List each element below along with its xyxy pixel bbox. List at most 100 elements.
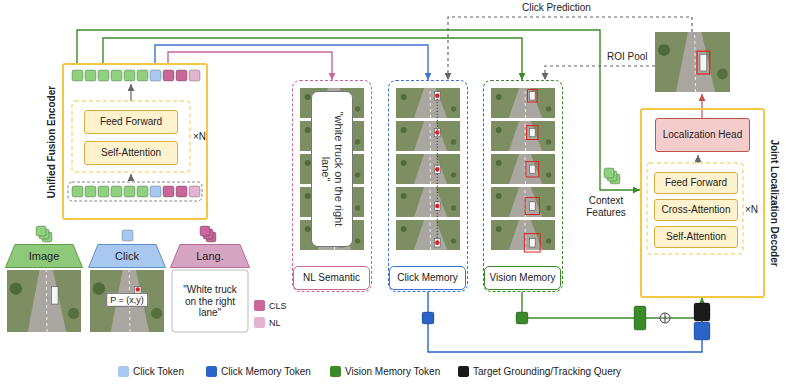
block-title: Unified Fusion Encoder [44,68,58,215]
input-title: Click [88,244,166,268]
tree [305,94,311,100]
token-stack [604,168,614,178]
panel-title: Vision Memory [484,266,561,290]
tree [151,308,162,319]
nl-semantic-panel: NL Semantic"white truck on the right lan… [292,80,372,292]
tree [496,94,502,100]
tree [496,193,502,199]
lane-mark [429,154,431,184]
encoder-box: Unified Fusion EncoderFeed ForwardSelf-A… [62,63,208,220]
truck [700,54,707,71]
tree [305,226,311,232]
block-label: Feed Forward [100,116,162,128]
block-label: Feed Forward [665,177,727,189]
photo-ground [396,88,460,118]
tree [451,205,456,210]
truck [529,202,535,210]
layer-box: Self-Attention [84,141,178,165]
tree [305,160,311,166]
click-input: ClickP = (x,y) [88,244,166,334]
prediction-arrow [701,94,702,118]
tree [496,160,502,166]
flow-connector [103,38,522,80]
tree [717,69,728,80]
trapezoid-header [6,245,83,268]
lane-mark [524,88,526,118]
road [414,154,447,184]
click-image [90,270,164,332]
tree [546,238,551,243]
box-prediction [527,126,538,140]
tree [401,94,407,100]
memory-frame [491,121,555,151]
annotation: Click Prediction [522,2,591,14]
tree [355,238,360,243]
road [509,88,542,118]
output-token [111,70,122,81]
legend-text: NL [269,318,281,328]
repeat-count: ×N [193,131,206,143]
block-label: Self-Attention [666,231,726,243]
legend-swatch [118,366,129,377]
click-memory-panel: Click Memory [388,80,468,292]
photo-ground [491,220,555,250]
output-token [72,70,83,81]
feedback-arrow [545,66,655,80]
layer-group-outline [647,163,743,254]
repeat-count: ×N [745,204,758,216]
vision-memory-token [516,312,528,324]
tree [546,172,551,177]
language-query: "White truck on the right lane" [177,284,243,319]
flow-arrow [130,84,131,101]
truck [529,165,535,173]
tree [355,172,360,177]
truck [529,239,535,247]
legend-item: NL [254,317,281,328]
layer-box: Cross-Attention [654,199,738,221]
tree [401,127,407,133]
input-token [137,186,148,197]
tree [68,308,79,319]
lane-mark [46,270,48,332]
photo-ground [491,121,555,151]
block-label: Cross-Attention [662,204,731,216]
tree [451,139,456,144]
memory-frame [491,154,555,184]
query-token [694,303,710,321]
tree [451,172,456,177]
input-token [150,186,161,197]
photo-ground [396,121,460,151]
flow-connector [522,292,702,318]
photo-ground [396,220,460,250]
output-token [150,70,161,81]
legend-text: CLS [269,301,287,311]
click-point [435,204,439,208]
tree [451,106,456,111]
box-prediction [527,90,537,102]
memory-frame [491,220,555,250]
truck [529,92,535,100]
output-token [85,70,96,81]
photo-ground [396,187,460,217]
tree [305,193,311,199]
token-stack [36,226,46,236]
token-strip [68,182,202,201]
photo-ground [396,154,460,184]
legend-swatch [206,366,217,377]
output-token [189,70,200,81]
legend-text: Vision Memory Token [345,366,440,377]
legend-item: Click Memory Token [206,366,311,377]
memory-frame [396,220,460,250]
lane-mark [429,220,431,250]
add-symbol [661,314,669,322]
image-input: Image [5,244,83,334]
legend-swatch [254,300,265,311]
tree [401,226,407,232]
tree [401,160,407,166]
photo-ground [491,154,555,184]
decoder-box: Joint Localization DecoderLocalization H… [640,108,765,298]
memory-frame [396,154,460,184]
layer-box: Feed Forward [84,110,178,134]
lane-mark [524,121,526,151]
annotation: ROI Pool [607,51,648,63]
